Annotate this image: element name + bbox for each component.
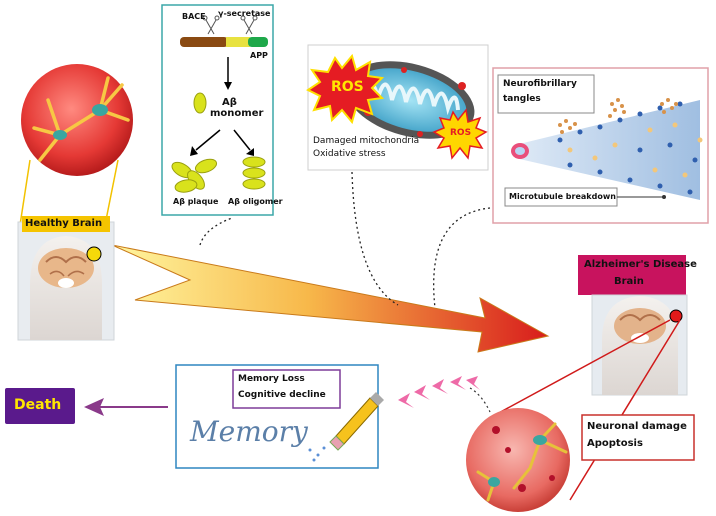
- handwriting-text: Memory: [190, 415, 308, 448]
- ad-brain-label-bg: [578, 255, 686, 295]
- healthy-brain-label: Healthy Brain: [25, 218, 103, 229]
- apoptosis-label: Apoptosis: [587, 438, 643, 449]
- scissors-icon: [202, 15, 258, 35]
- neuronal-damage-box: [581, 414, 695, 461]
- memory-label-box: [232, 369, 341, 409]
- ros-large-label: ROS: [331, 79, 364, 95]
- app-protein-bar: [180, 37, 268, 47]
- cognitive-decline-label: Cognitive decline: [238, 390, 326, 400]
- death-box: [5, 388, 75, 424]
- ros-burst-small: [432, 108, 488, 160]
- progression-arrow: [111, 244, 550, 353]
- arrow-to-death: [84, 398, 104, 416]
- abeta-oligomer-label: Aβ oligomer: [228, 197, 283, 206]
- abeta-oligomer-icon: [242, 156, 266, 190]
- nft-label-box: [497, 74, 595, 114]
- microtubule-label: Microtubule breakdown: [509, 192, 616, 201]
- abeta-plaque-label: Aβ plaque: [173, 197, 219, 206]
- healthy-brain-image: [17, 221, 115, 341]
- ad-brain-image: [591, 294, 688, 396]
- ad-brain-label-1: Alzheimer's Disease: [584, 259, 697, 270]
- nft-label-1: Neurofibrillary: [503, 79, 577, 89]
- neuronal-damage-label: Neuronal damage: [587, 421, 687, 432]
- app-label: APP: [250, 51, 268, 60]
- healthy-neuron-circle: [21, 64, 133, 176]
- ad-brain-label-2: Brain: [614, 276, 644, 287]
- nft-label-2: tangles: [503, 94, 541, 104]
- memory-loss-label: Memory Loss: [238, 374, 305, 384]
- microtubule-image: [511, 100, 703, 200]
- ros-burst-large: [306, 53, 385, 125]
- damaged-neuron-circle: [466, 408, 570, 512]
- abeta-monomer-label-1: Aβ: [222, 97, 237, 108]
- abeta-plaque-icon: [171, 158, 218, 193]
- death-label: Death: [14, 397, 62, 413]
- abeta-monomer-icon: [193, 92, 207, 114]
- tangle-cluster-icon: [558, 98, 678, 134]
- healthy-brain-label-bg: [22, 216, 110, 232]
- chevron-trail: [398, 376, 480, 408]
- oxidative-stress-label: Oxidative stress: [313, 149, 386, 159]
- bace-label: BACE: [182, 12, 206, 21]
- abeta-monomer-label-2: monomer: [210, 108, 264, 119]
- damaged-mitochondria-label: Damaged mitochondria: [313, 136, 420, 146]
- gamma-secretase-label: γ-secretase: [218, 9, 271, 18]
- pencil-eraser-icon: [329, 392, 384, 451]
- ros-small-label: ROS: [450, 128, 472, 138]
